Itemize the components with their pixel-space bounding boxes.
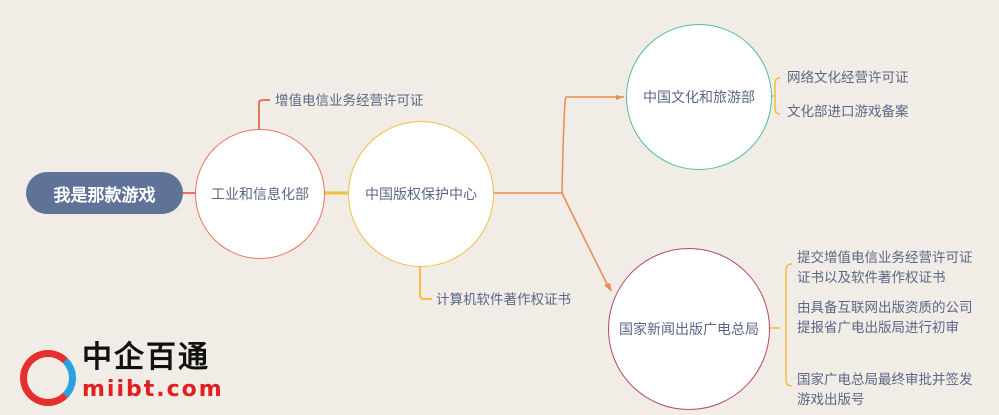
leaf-approval[interactable]: 国家广电总局最终审批并签发游戏出版号 [797, 372, 973, 408]
watermark-logo-icon [20, 350, 76, 406]
leaf-submit[interactable]: 提交增值电信业务经营许可证证书以及软件著作权证书 [797, 250, 973, 286]
node-label: 国家新闻出版广电总局 [619, 322, 759, 338]
leaf-telecom-license[interactable]: 增值电信业务经营许可证 [275, 93, 424, 109]
watermark: 中企百通 miibt.com [82, 340, 224, 402]
root-node[interactable]: 我是那款游戏 [26, 172, 183, 214]
node-label: 中国版权保护中心 [365, 187, 477, 203]
node-culture[interactable]: 中国文化和旅游部 [626, 24, 772, 170]
node-label: 工业和信息化部 [211, 187, 309, 203]
node-miit[interactable]: 工业和信息化部 [195, 129, 325, 259]
node-label: 中国文化和旅游部 [643, 90, 755, 106]
node-copyright[interactable]: 中国版权保护中心 [348, 121, 494, 267]
leaf-software-copyright[interactable]: 计算机软件著作权证书 [436, 292, 571, 308]
leaf-review[interactable]: 由具备互联网出版资质的公司提报省广电出版局进行初审 [797, 300, 973, 336]
leaf-culture-license[interactable]: 网络文化经营许可证 [787, 70, 909, 86]
node-sapp[interactable]: 国家新闻出版广电总局 [608, 248, 770, 410]
leaf-import-record[interactable]: 文化部进口游戏备案 [787, 104, 909, 120]
